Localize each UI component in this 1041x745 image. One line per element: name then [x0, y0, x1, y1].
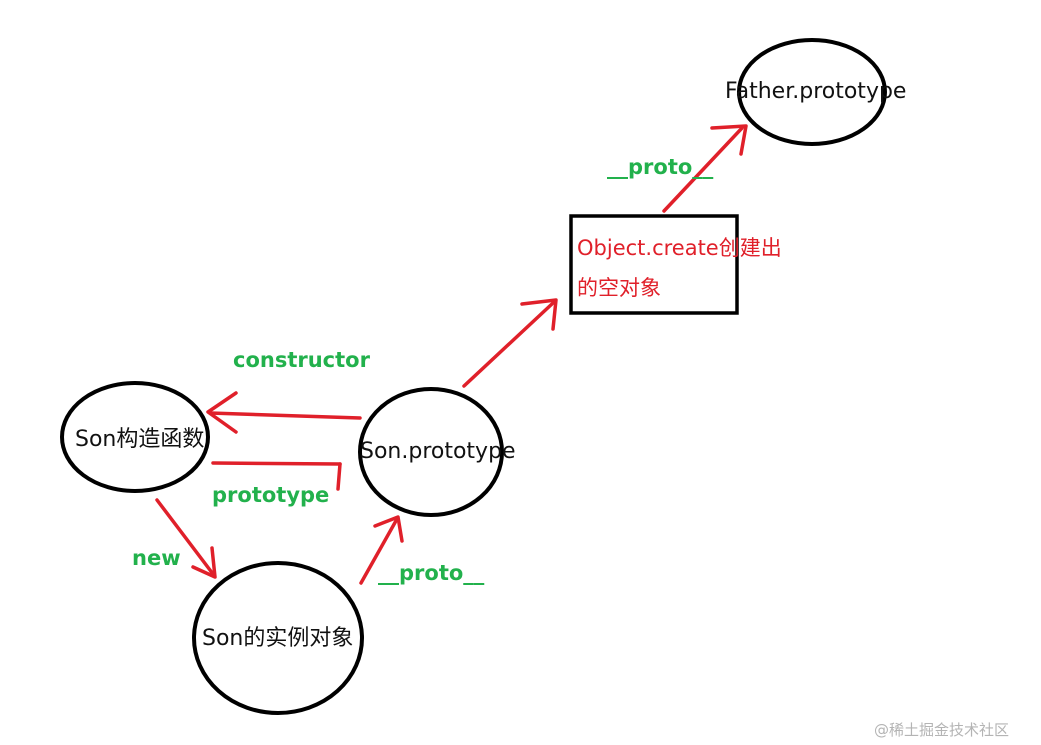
arrow-box-to-father-prototype [662, 124, 748, 213]
arrow-constructor [206, 391, 362, 434]
arrow-head [710, 124, 748, 156]
edge-label-proto-top: __proto__ [607, 155, 714, 179]
son-constructor-label: Son构造函数 [75, 427, 204, 452]
arrow-son-prototype-to-box [462, 298, 558, 388]
object-create-label-line2: 的空对象 [577, 276, 661, 300]
object-create-label-line1: Object.create创建出 [577, 236, 782, 260]
edge-label-constructor: constructor [233, 348, 371, 372]
son-constructor-ellipse [60, 381, 210, 493]
son-instance-ellipse [192, 561, 364, 715]
son-prototype-node: Son.prototype [358, 387, 516, 517]
arrow-instance-to-son-prototype [359, 515, 404, 585]
arrow-head [191, 546, 217, 579]
arrow-shaft [208, 411, 362, 420]
edge-label-prototype: prototype [212, 483, 329, 507]
watermark-text: @稀土掘金技术社区 [874, 721, 1009, 739]
father-prototype-label: Father.prototype [725, 79, 906, 104]
arrow-head [336, 462, 342, 491]
arrow-new [155, 498, 217, 579]
edge-label-proto-bottom: __proto__ [378, 561, 485, 585]
arrow-shaft [662, 126, 744, 213]
object-create-node: Object.create创建出 的空对象 [569, 214, 782, 315]
arrow-head [206, 391, 238, 434]
arrow-shaft [211, 461, 342, 466]
object-create-box [569, 214, 739, 315]
arrow-head [520, 298, 558, 331]
son-instance-node: Son的实例对象 [192, 561, 364, 715]
arrow-shaft [462, 301, 555, 388]
son-prototype-label: Son.prototype [360, 439, 516, 464]
father-prototype-node: Father.prototype [725, 38, 906, 146]
arrow-head [373, 515, 404, 543]
arrow-shaft [359, 517, 399, 585]
arrow-shaft [155, 498, 215, 576]
arrow-prototype [211, 461, 342, 491]
son-instance-label: Son的实例对象 [202, 626, 353, 651]
father-prototype-ellipse [737, 38, 887, 146]
edge-label-new: new [132, 546, 181, 570]
son-prototype-ellipse [358, 387, 504, 517]
son-constructor-node: Son构造函数 [60, 381, 210, 493]
